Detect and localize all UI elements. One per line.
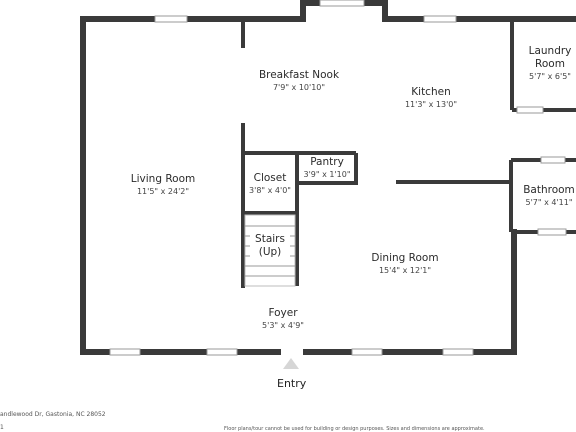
room-dimensions: 11'5" x 24'2" — [136, 187, 190, 196]
room-living: Living Room 11'5" x 24'2" — [113, 173, 213, 197]
entry-arrow-icon — [283, 358, 299, 369]
entry-label: Entry — [277, 377, 307, 390]
disclaimer-text: Floor plans/tour cannot be used for buil… — [224, 426, 485, 432]
room-dining: Dining Room 15'4" x 12'1" — [355, 252, 455, 276]
room-dimensions: 3'8" x 4'0" — [249, 186, 291, 195]
corner-mark: 1 — [0, 424, 4, 431]
room-name: Dining Room — [371, 252, 439, 264]
room-dimensions: 15'4" x 12'1" — [378, 266, 432, 275]
room-bathroom: Bathroom 5'7" x 4'11" — [514, 184, 576, 208]
room-dimensions: 7'9" x 10'10" — [272, 83, 326, 92]
windows — [109, 0, 567, 356]
room-name: Bathroom — [523, 184, 575, 196]
room-breakfast-nook: Breakfast Nook 7'9" x 10'10" — [239, 69, 359, 93]
room-name: Laundry Room — [528, 45, 572, 70]
room-name: Kitchen — [411, 86, 451, 98]
room-laundry: Laundry Room 5'7" x 6'5" — [520, 45, 576, 82]
room-name: Stairs (Up) — [250, 233, 290, 259]
room-name: Closet — [253, 172, 287, 184]
room-closet: Closet 3'8" x 4'0" — [243, 172, 297, 196]
room-dimensions: 5'7" x 6'5" — [529, 72, 571, 81]
room-kitchen: Kitchen 11'3" x 13'0" — [386, 86, 476, 110]
room-name: Breakfast Nook — [258, 69, 340, 81]
room-dimensions: 5'7" x 4'11" — [525, 198, 573, 207]
room-pantry: Pantry 3'9" x 1'10" — [298, 156, 356, 180]
room-foyer: Foyer 5'3" x 4'9" — [243, 307, 323, 331]
address-text: andlewood Dr, Gastonia, NC 28052 — [0, 411, 106, 418]
room-dimensions: 3'9" x 1'10" — [303, 170, 351, 179]
room-dimensions: 5'3" x 4'9" — [262, 321, 304, 330]
room-stairs: Stairs (Up) — [245, 233, 295, 259]
room-dimensions: 11'3" x 13'0" — [404, 100, 458, 109]
room-name: Foyer — [268, 307, 298, 319]
room-name: Pantry — [310, 156, 344, 168]
room-name: Living Room — [130, 173, 196, 185]
